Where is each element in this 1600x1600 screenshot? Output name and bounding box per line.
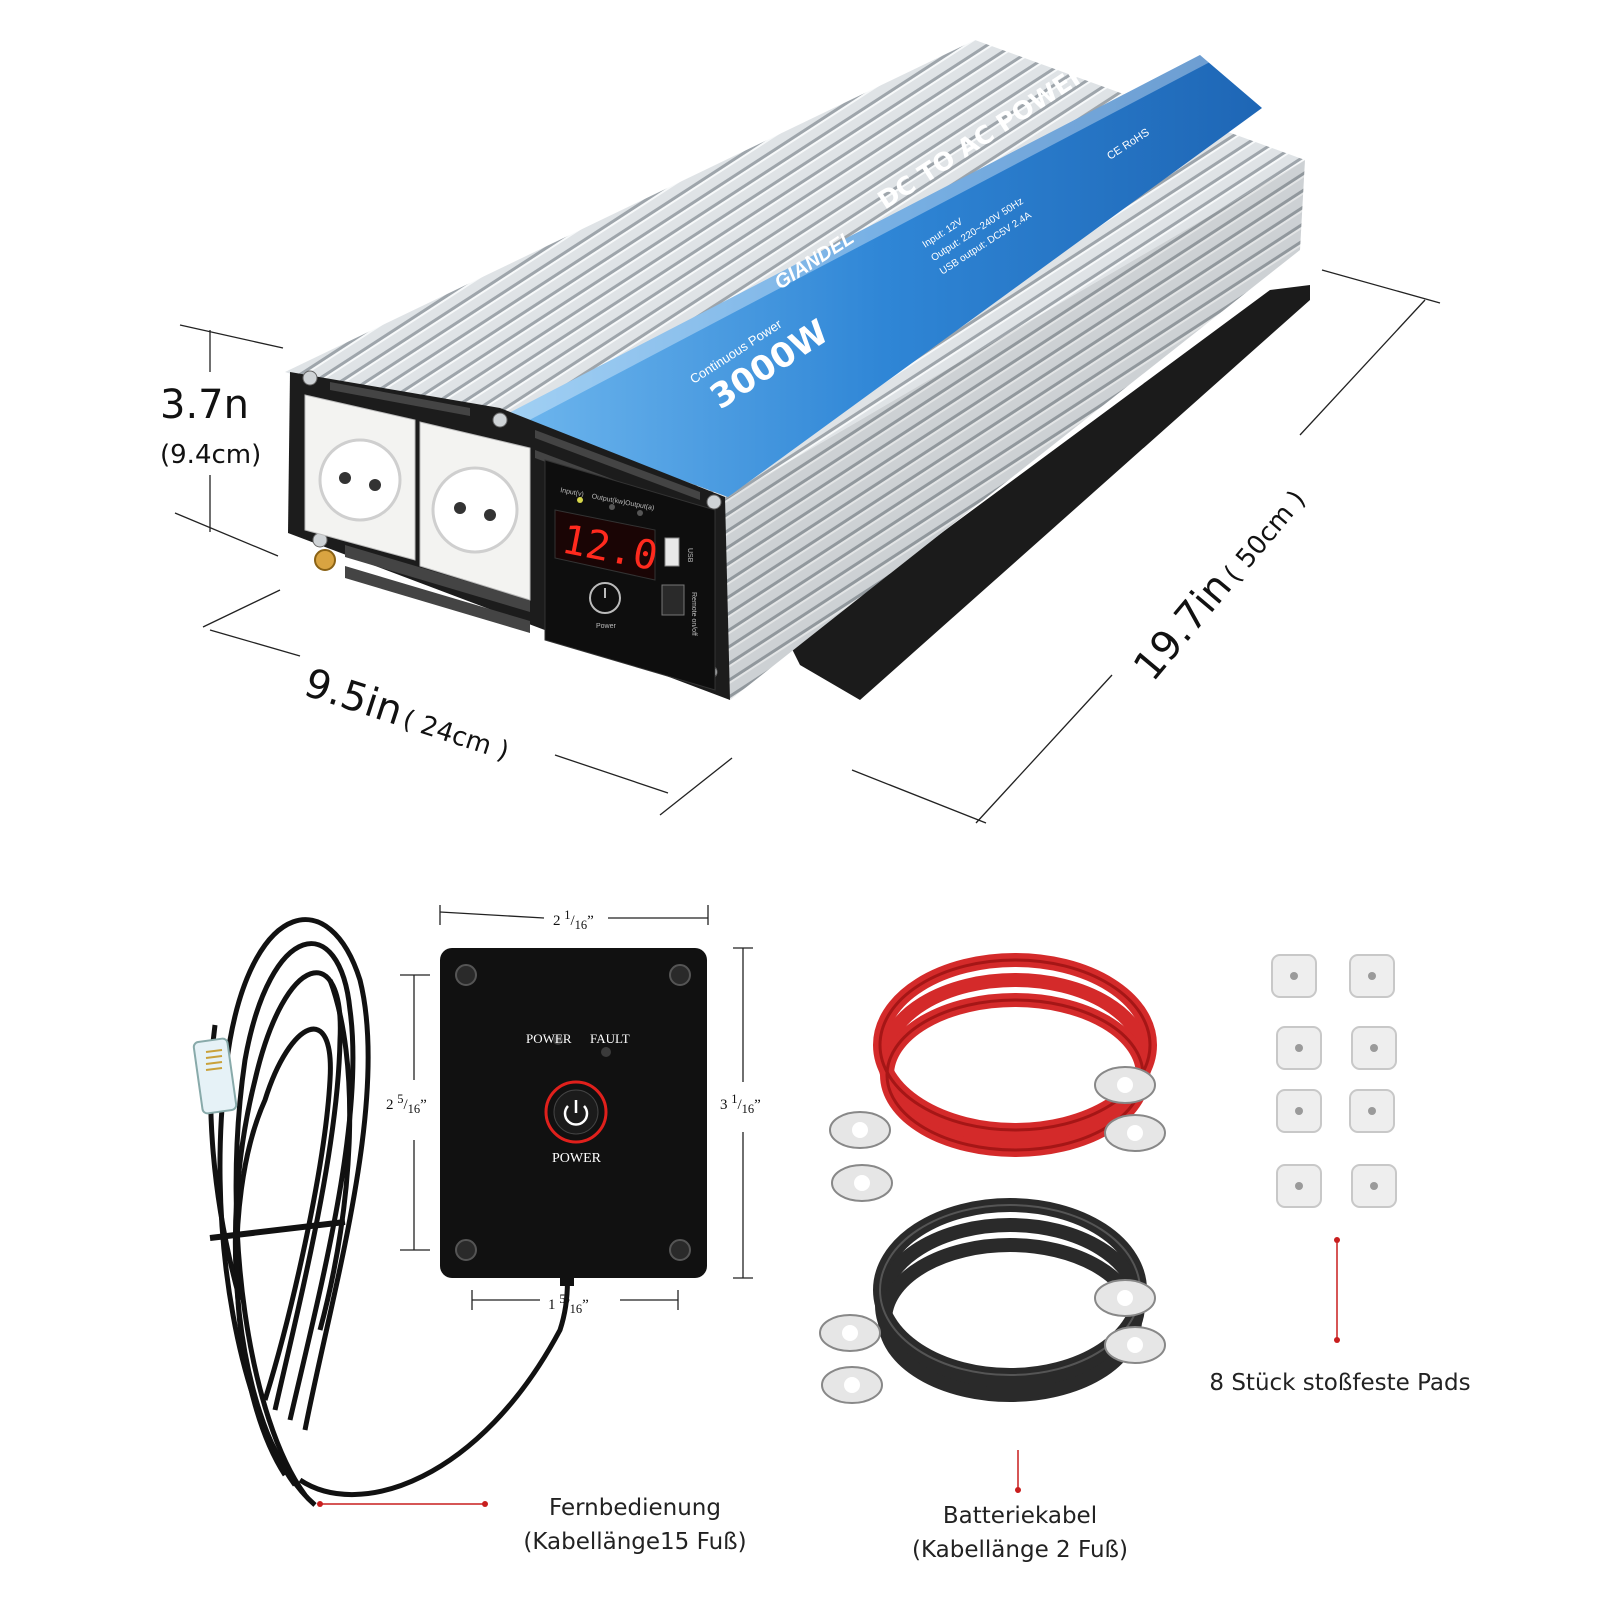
- remote-dim-bottom: 1 5/16”: [548, 1292, 589, 1316]
- fault-led-icon: [601, 1047, 611, 1057]
- indicator-led: [637, 510, 643, 516]
- remote-dim-right: 3 1/16”: [720, 1092, 761, 1116]
- cable-caption-title: Batteriekabel: [942, 1503, 1098, 1529]
- indicator-label-1: Input(v): [560, 487, 585, 498]
- remote-caption: Fernbedienung (Kabellänge15 Fuß): [500, 1495, 770, 1555]
- indicator-led: [609, 504, 615, 510]
- screw-icon: [669, 1239, 691, 1261]
- ground-terminal-icon: [314, 549, 336, 571]
- cable-caption: Batteriekabel (Kabellänge 2 Fuß): [905, 1503, 1135, 1563]
- screw-icon: [669, 964, 691, 986]
- heatsink-side: [715, 160, 1305, 700]
- fault-led-label: FAULT: [590, 1031, 630, 1046]
- screw-icon: [492, 412, 508, 428]
- inverter-illustration: 3000W Continuous Power GIANDEL DC TO AC …: [174, 40, 1441, 824]
- screw-icon: [455, 964, 477, 986]
- remote-port-icon: [661, 584, 685, 616]
- height-dimension: 3.7n: [160, 382, 249, 428]
- remote-port-label: Remote on/off: [690, 592, 697, 636]
- power-button-icon: [589, 582, 621, 614]
- shock-pads: [1271, 954, 1397, 1208]
- cable-caption-length: (Kabellänge 2 Fuß): [912, 1537, 1128, 1563]
- usb-label: USB: [686, 548, 693, 563]
- screw-icon: [455, 1239, 477, 1261]
- socket-left: [304, 394, 416, 561]
- pads-caption: 8 Stück stoßfeste Pads: [1209, 1370, 1471, 1396]
- screw-icon: [302, 370, 318, 386]
- led-display: [554, 509, 656, 581]
- remote-caption-length: (Kabellänge15 Fuß): [523, 1529, 747, 1555]
- accessories-illustration: POWER FAULT POWER: [192, 905, 1397, 1507]
- mounting-bracket: [790, 285, 1310, 700]
- remote-dimension-lines: [400, 905, 753, 1310]
- rj-plug-icon: [192, 1037, 238, 1115]
- socket-right: [419, 421, 531, 601]
- remote-dim-left: 2 5/16”: [386, 1092, 427, 1116]
- height-dimension-metric: (9.4cm): [160, 440, 262, 470]
- power-icon: [563, 1105, 589, 1126]
- remote-power-label: POWER: [552, 1151, 602, 1166]
- power-led-icon: [553, 1035, 563, 1045]
- indicator-led: [577, 497, 583, 503]
- power-button-label: Power: [596, 623, 617, 630]
- inverter-label: [505, 55, 1262, 497]
- power-led-label: POWER: [526, 1031, 572, 1046]
- usb-port-icon: [664, 537, 680, 567]
- remote-power-button: [544, 1080, 608, 1144]
- remote-dim-top: 2 1/16”: [553, 908, 594, 932]
- screw-icon: [706, 494, 722, 510]
- remote-caption-title: Fernbedienung: [549, 1495, 721, 1521]
- dimension-lines: [174, 269, 1441, 824]
- red-battery-cable: [873, 953, 1157, 1157]
- caption-pointers: [317, 1237, 1340, 1507]
